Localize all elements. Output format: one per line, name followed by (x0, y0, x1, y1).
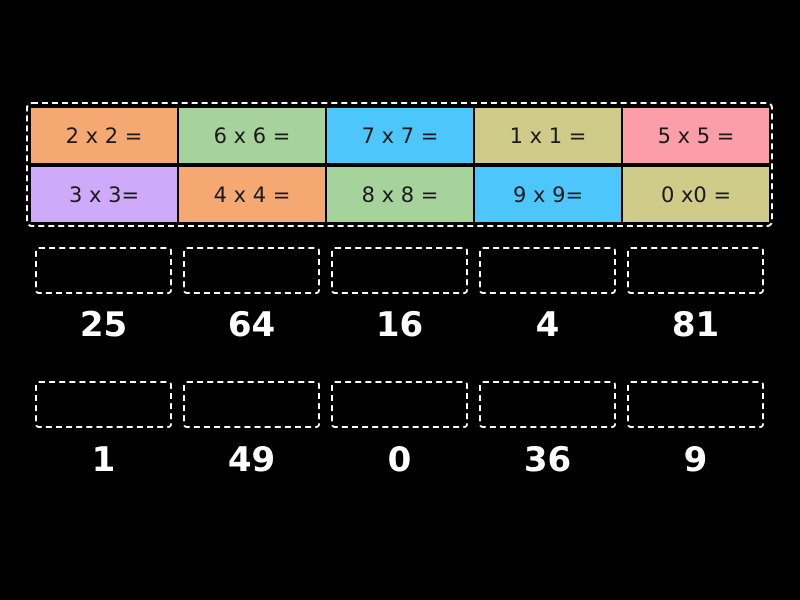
tile-6x6[interactable]: 6 x 6 = (179, 108, 325, 163)
drop-slot-25[interactable] (35, 247, 172, 294)
target-label: 16 (375, 305, 424, 345)
tile-7x7[interactable]: 7 x 7 = (327, 108, 473, 163)
drop-slot-1[interactable] (35, 381, 172, 428)
target-label: 64 (227, 305, 276, 345)
tile-3x3[interactable]: 3 x 3= (31, 167, 177, 222)
tile-0x0[interactable]: 0 x0 = (623, 167, 769, 222)
drop-slot-81[interactable] (627, 247, 764, 294)
tile-1x1[interactable]: 1 x 1 = (475, 108, 621, 163)
tile-9x9[interactable]: 9 x 9= (475, 167, 621, 222)
drop-slot-64[interactable] (183, 247, 320, 294)
tile-5x5[interactable]: 5 x 5 = (623, 108, 769, 163)
drop-slot-0[interactable] (331, 381, 468, 428)
target-label: 1 (91, 440, 116, 480)
tile-4x4[interactable]: 4 x 4 = (179, 167, 325, 222)
target-label: 49 (227, 440, 276, 480)
tile-8x8[interactable]: 8 x 8 = (327, 167, 473, 222)
target-label: 81 (671, 305, 720, 345)
target-label: 25 (79, 305, 128, 345)
target-label: 0 (387, 440, 412, 480)
tile-tray (26, 102, 773, 227)
drop-slot-16[interactable] (331, 247, 468, 294)
drop-slot-4[interactable] (479, 247, 616, 294)
target-label: 36 (523, 440, 572, 480)
tile-2x2[interactable]: 2 x 2 = (31, 108, 177, 163)
drop-slot-9[interactable] (627, 381, 764, 428)
drop-slot-49[interactable] (183, 381, 320, 428)
drop-slot-36[interactable] (479, 381, 616, 428)
target-label: 4 (535, 305, 560, 345)
target-label: 9 (683, 440, 708, 480)
